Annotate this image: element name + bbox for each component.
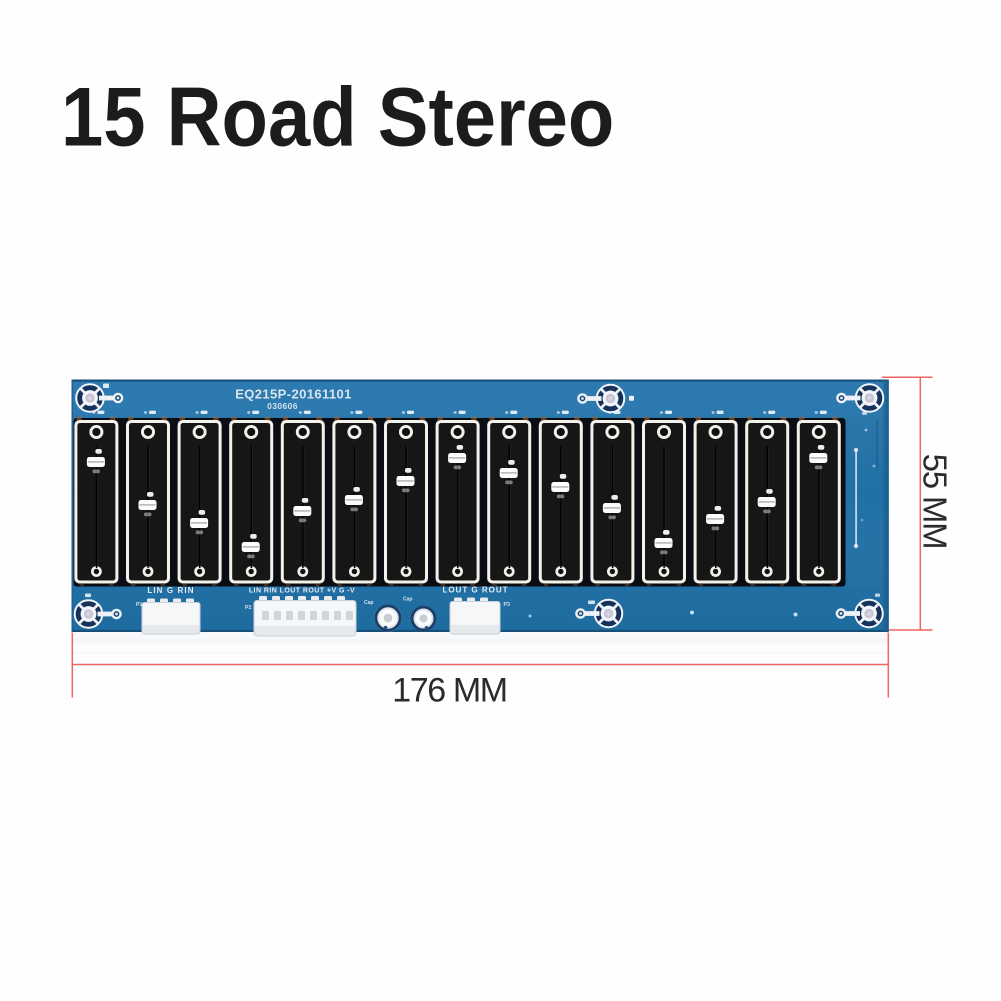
svg-text:P3: P3 bbox=[504, 602, 510, 608]
svg-text:176 MM: 176 MM bbox=[392, 672, 506, 710]
svg-text:15 Road Stereo: 15 Road Stereo bbox=[61, 69, 614, 163]
svg-text:Cap: Cap bbox=[364, 600, 373, 606]
svg-text:LIN RIN LOUT ROUT +V G -V: LIN RIN LOUT ROUT +V G -V bbox=[249, 588, 355, 595]
svg-text:55 MM: 55 MM bbox=[917, 454, 954, 549]
svg-text:P1: P1 bbox=[136, 602, 142, 608]
svg-text:EQ215P-20161101: EQ215P-20161101 bbox=[235, 387, 352, 402]
svg-text:LOUT G ROUT: LOUT G ROUT bbox=[442, 586, 508, 595]
svg-text:Cap: Cap bbox=[403, 597, 412, 603]
svg-text:P2: P2 bbox=[245, 605, 251, 611]
svg-text:LIN G RIN: LIN G RIN bbox=[147, 586, 194, 595]
svg-text:030606: 030606 bbox=[267, 401, 298, 411]
